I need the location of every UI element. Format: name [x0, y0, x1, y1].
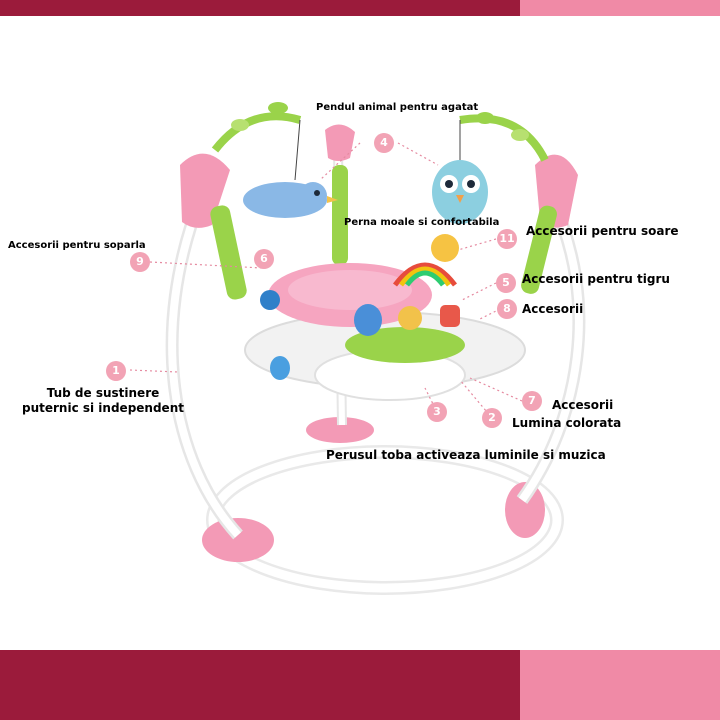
- leaf-arc-right: [459, 114, 549, 162]
- leaf-arc-left: [211, 112, 302, 153]
- callout-badge-7: 7: [522, 391, 542, 411]
- base-foot-right: [505, 482, 545, 538]
- parrot-toy: [398, 306, 422, 330]
- callout-badge-3: 3: [427, 402, 447, 422]
- blue-bird-toy: [270, 356, 290, 380]
- label-pendul-animal: Pendul animal pentru agatat: [316, 102, 479, 113]
- spring-cover-back: [332, 165, 348, 265]
- top-band-light: [520, 0, 720, 16]
- base-foot-back: [306, 417, 374, 443]
- top-color-band: [0, 0, 720, 16]
- label-perna-moale: Perna moale si confortabila: [344, 217, 500, 228]
- label-tub-sustinere: Tub de sustinere puternic si independent: [22, 386, 184, 415]
- tube-cap-left: [180, 153, 230, 228]
- callout-badge-8: 8: [497, 299, 517, 319]
- lizard-toy: [260, 290, 280, 310]
- tube-cap-back: [325, 124, 355, 161]
- label-accesorii-tigru: Accesorii pentru tigru: [522, 272, 670, 286]
- callout-badge-1: 1: [106, 361, 126, 381]
- rainbow-toy: [393, 262, 457, 287]
- label-accesorii-7: Accesorii: [552, 398, 614, 412]
- callout-badge-6: 6: [254, 249, 274, 269]
- label-accesorii-soparla: Accesorii pentru soparla: [8, 240, 146, 251]
- label-accesorii-soare: Accesorii pentru soare: [526, 224, 679, 238]
- callout-badge-5: 5: [496, 273, 516, 293]
- callout-badge-9: 9: [130, 252, 150, 272]
- base-foot-left: [202, 518, 274, 562]
- sun-toy: [431, 234, 459, 262]
- tiger-toy: [440, 305, 460, 327]
- callout-badge-11: 11: [497, 229, 517, 249]
- top-band-dark: [0, 0, 520, 16]
- bottom-band-light: [520, 650, 720, 720]
- spring-cover-left: [210, 205, 247, 300]
- elephant-toy: [354, 304, 382, 336]
- spring-cover-right: [521, 205, 557, 294]
- tray-green-panel: [345, 327, 465, 363]
- label-lumina-colorata: Lumina colorata: [512, 416, 622, 430]
- callout-badge-4: 4: [374, 133, 394, 153]
- bottom-color-band: [0, 650, 720, 720]
- label-perusul-toba: Perusul toba activeaza luminile si muzic…: [326, 448, 606, 462]
- callout-badge-2: 2: [482, 408, 502, 428]
- bottom-band-dark: [0, 650, 520, 720]
- label-accesorii-8: Accesorii: [522, 302, 584, 316]
